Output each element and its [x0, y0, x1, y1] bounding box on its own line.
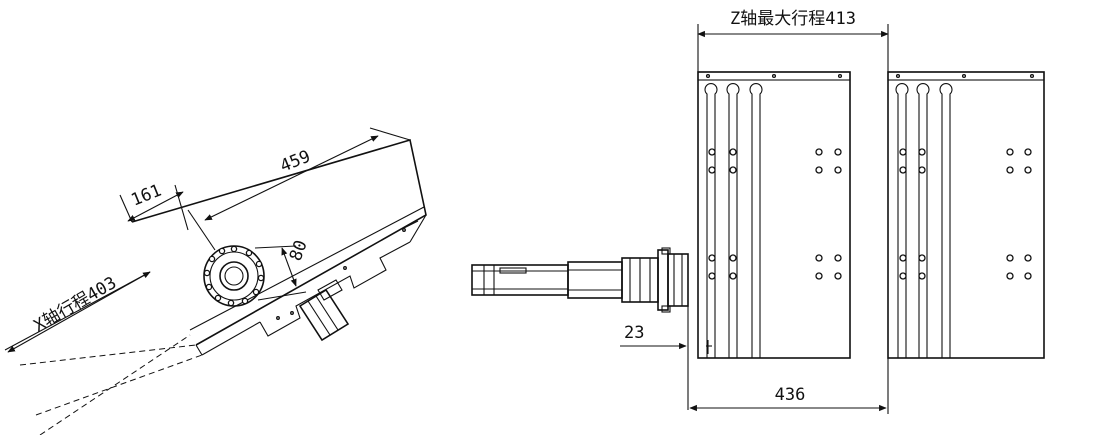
dim-80-label: 80	[286, 238, 312, 264]
right-view: Z轴最大行程413	[471, 9, 1045, 414]
z-axis-max-travel-label: Z轴最大行程413	[730, 9, 856, 29]
dim-161-label: 161	[128, 181, 164, 211]
dim-436-label: 436	[775, 385, 806, 405]
dim-23-label: 23	[624, 323, 644, 343]
z-axis-plate-2	[887, 71, 1045, 359]
spindle-shaft	[471, 247, 689, 313]
spindle-flange	[203, 245, 265, 307]
z-axis-plate-1	[697, 71, 851, 359]
x-axis-motor	[298, 279, 350, 342]
x-axis-travel-phantom	[19, 334, 203, 435]
x-axis-travel-label: X轴行程403	[31, 273, 121, 336]
left-view: 459 161 80 X轴行程403	[4, 127, 427, 435]
x-axis-slide-body	[131, 138, 427, 356]
dim-459-label: 459	[277, 147, 313, 177]
